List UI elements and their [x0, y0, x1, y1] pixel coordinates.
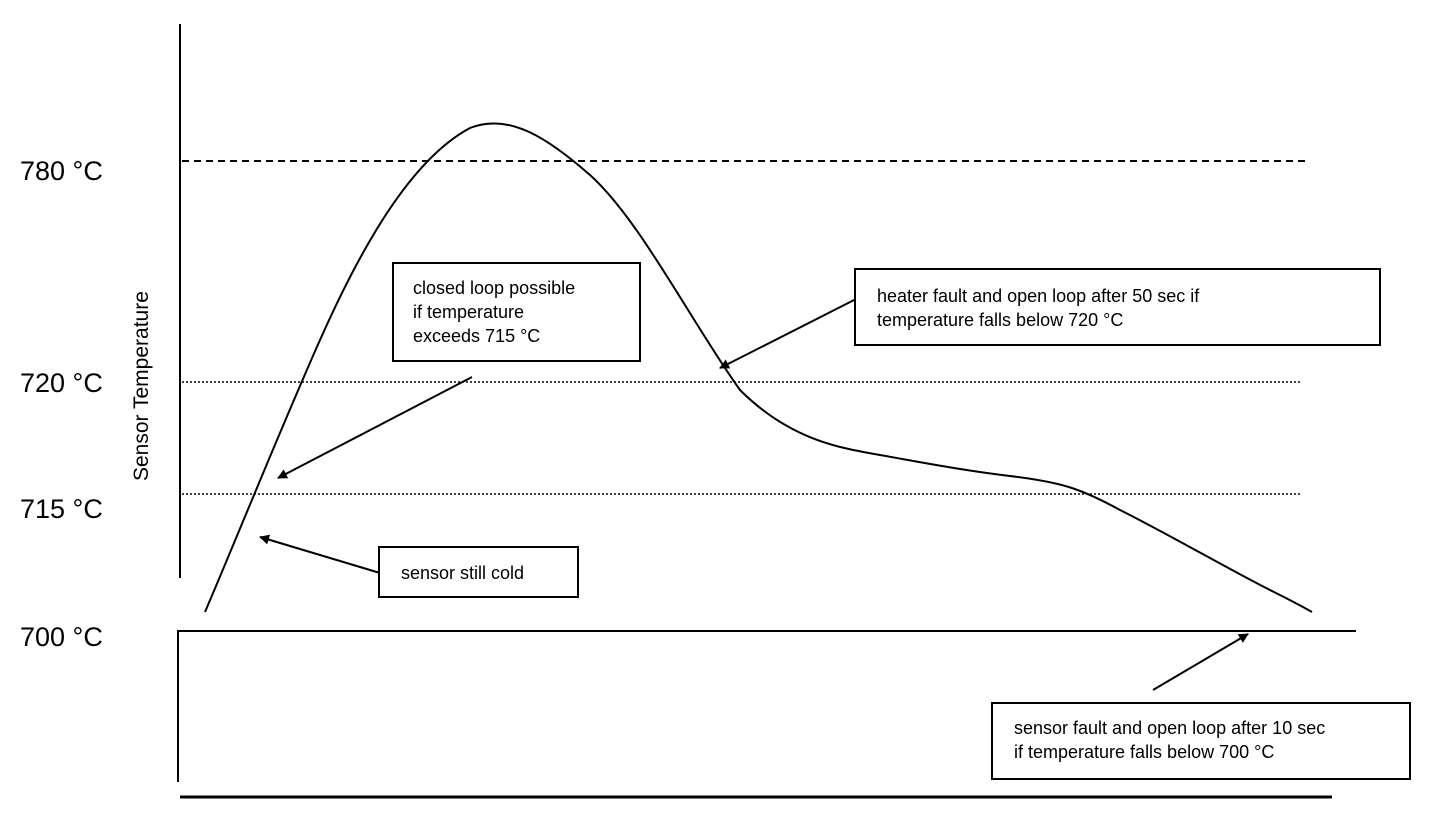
annotation-line: heater fault and open loop after 50 sec …: [877, 286, 1200, 306]
axis-title: Sensor Temperature: [130, 291, 153, 481]
annotation-closed-loop: closed loop possible if temperature exce…: [392, 262, 641, 362]
annotation-line: if temperature: [413, 302, 525, 322]
tick-label-700: 700 °C: [20, 622, 103, 652]
tick-label-780: 780 °C: [20, 156, 103, 186]
annotation-line: temperature falls below 720 °C: [877, 310, 1124, 330]
arrow-sensor-cold: [259, 534, 381, 574]
arrow-heater-fault: [719, 297, 859, 369]
annotation-heater-fault: heater fault and open loop after 50 sec …: [854, 268, 1381, 346]
tick-label-715: 715 °C: [20, 494, 103, 524]
annotation-sensor-fault: sensor fault and open loop after 10 sec …: [991, 702, 1411, 780]
temperature-curve: [204, 122, 1313, 613]
annotation-sensor-cold: sensor still cold: [378, 546, 579, 598]
annotation-line: closed loop possible: [413, 278, 576, 298]
arrow-sensor-fault: [1152, 633, 1249, 691]
annotation-line: exceeds 715 °C: [413, 326, 541, 346]
arrow-closed-loop: [277, 376, 473, 479]
tick-label-720: 720 °C: [20, 368, 103, 398]
annotation-line: sensor still cold: [401, 563, 525, 583]
annotation-line: sensor fault and open loop after 10 sec: [1014, 718, 1326, 738]
annotation-line: if temperature falls below 700 °C: [1014, 742, 1275, 762]
